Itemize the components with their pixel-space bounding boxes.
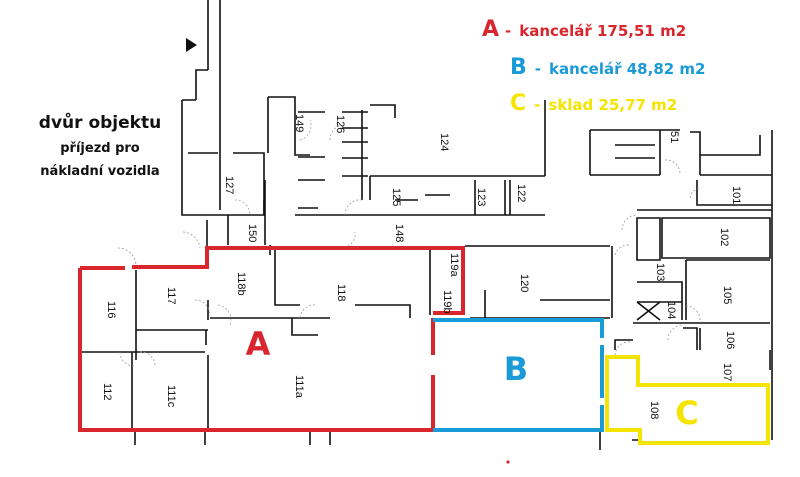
area-c-letter: C: [675, 394, 698, 432]
door-swings: [117, 119, 701, 367]
room-label: 111a: [293, 375, 305, 399]
legend-item-c: C-sklad 25,77 m2: [510, 91, 677, 116]
room-label: 51: [668, 131, 680, 143]
room-label: 106: [724, 331, 736, 349]
room-label: 107: [721, 363, 733, 381]
room-label: 119a: [448, 253, 460, 278]
legend: A-kancelář 175,51 m2 B-kancelář 48,82 m2…: [482, 17, 705, 116]
room-label: 127: [223, 176, 235, 194]
room-label: 116: [105, 301, 117, 319]
room-label: 123: [475, 188, 487, 206]
courtyard-subtitle-2: nákladní vozidla: [40, 164, 159, 179]
room-label: 108: [648, 401, 660, 419]
room-label: 124: [438, 133, 450, 151]
room-label: 104: [665, 301, 677, 319]
room-label: 117: [165, 287, 177, 305]
area-a-outline: [78, 246, 465, 432]
entrance-arrow-icon: [186, 38, 197, 52]
room-label: 120: [518, 274, 530, 292]
room-label: 118: [335, 284, 347, 302]
room-label: 126: [334, 115, 346, 133]
legend-item-a: A-kancelář 175,51 m2: [482, 17, 686, 42]
room-label: 101: [730, 186, 742, 204]
room-label: 111c: [165, 385, 177, 408]
room-label: 112: [101, 383, 113, 401]
courtyard-title: dvůr objektu: [39, 111, 161, 133]
courtyard-subtitle-1: příjezd pro: [60, 141, 140, 156]
room-label: 119b: [441, 290, 453, 314]
marker-dot: [506, 460, 510, 464]
room-label: 102: [718, 228, 730, 246]
room-label: 103: [654, 263, 666, 281]
room-label: 122: [515, 184, 527, 202]
room-label: 149: [293, 114, 305, 132]
room-label: 125: [390, 188, 402, 206]
area-a-letter: A: [246, 325, 271, 363]
area-b-outline: [433, 318, 604, 432]
room-label: 150: [246, 224, 258, 242]
room-label: 148: [393, 224, 405, 242]
room-label: 105: [721, 286, 733, 304]
area-b-letter: B: [504, 350, 528, 388]
room-labels: 149 126 124 127 125 123 122 150 148 51 1…: [101, 114, 742, 419]
legend-item-b: B-kancelář 48,82 m2: [510, 55, 705, 80]
room-label: 118b: [235, 272, 247, 296]
area-c-outline: [605, 355, 770, 445]
